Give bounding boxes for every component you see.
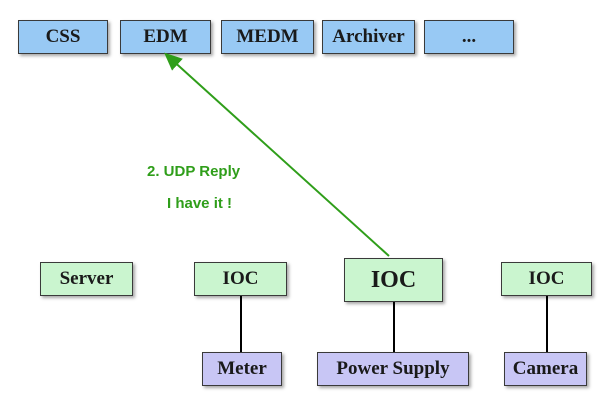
client-css-box: CSS [18, 20, 108, 54]
camera-box: Camera [504, 352, 587, 386]
server-box: Server [40, 262, 133, 296]
client-medm-box: MEDM [221, 20, 314, 54]
ioc-center-box: IOC [344, 258, 443, 302]
camera-label: Camera [512, 358, 579, 379]
client-css-label: CSS [45, 26, 81, 47]
server-label: Server [59, 268, 114, 289]
ioc-left-meter-connector [240, 296, 242, 352]
client-more-label: ... [461, 26, 477, 47]
client-medm-label: MEDM [236, 26, 299, 47]
client-more-box: ... [424, 20, 514, 54]
ioc-right-box: IOC [501, 262, 592, 296]
ioc-right-label: IOC [528, 268, 565, 289]
power-supply-label: Power Supply [336, 358, 450, 379]
client-edm-box: EDM [120, 20, 211, 54]
client-archiver-label: Archiver [332, 26, 405, 47]
ioc-left-label: IOC [222, 268, 259, 289]
ioc-center-power-connector [393, 302, 395, 352]
client-edm-label: EDM [143, 26, 188, 47]
ioc-center-label: IOC [370, 266, 417, 293]
meter-label: Meter [217, 358, 267, 379]
meter-box: Meter [202, 352, 282, 386]
have-it-text: I have it ! [167, 195, 233, 212]
power-supply-box: Power Supply [317, 352, 469, 386]
udp-reply-text: 2. UDP Reply [147, 163, 241, 180]
ioc-right-camera-connector [546, 296, 548, 352]
ioc-left-box: IOC [194, 262, 287, 296]
client-archiver-box: Archiver [322, 20, 415, 54]
